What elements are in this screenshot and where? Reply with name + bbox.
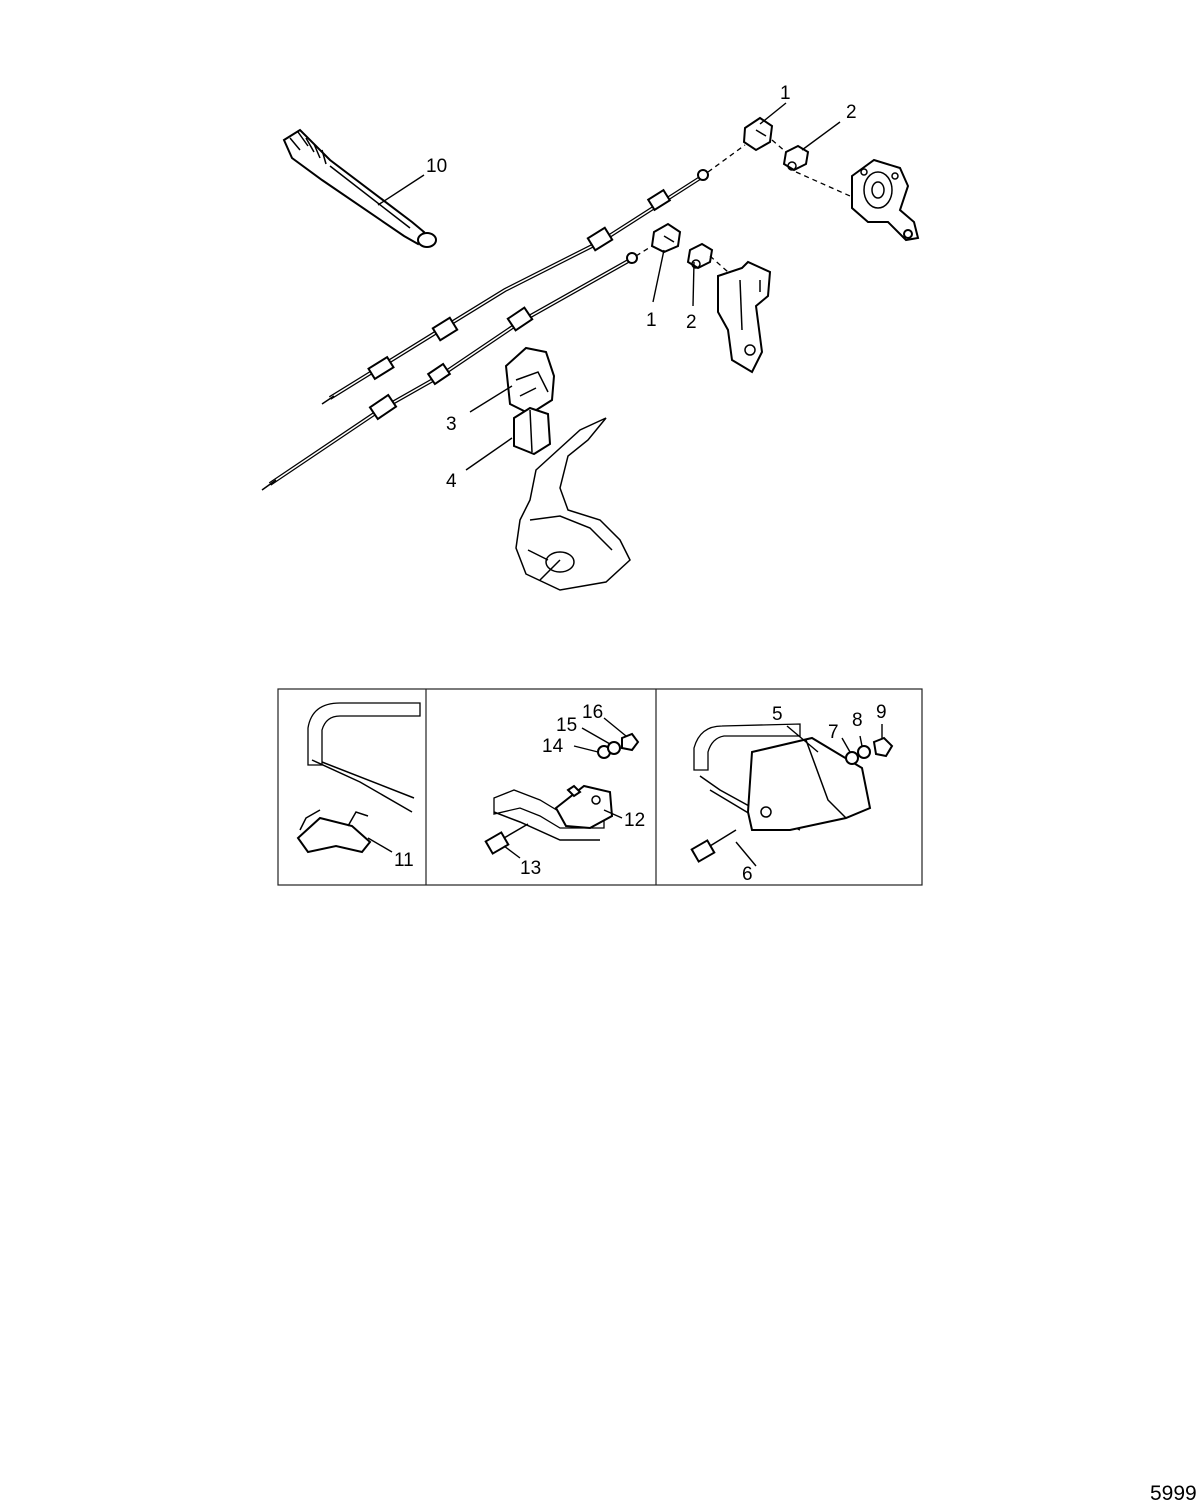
lower-control-cable [261, 245, 653, 491]
callout-10: 10 [426, 156, 447, 177]
callout-2-upper: 2 [846, 102, 857, 123]
callout-13: 13 [520, 858, 541, 879]
shift-lever-bracket [717, 260, 772, 374]
callout-2-lower: 2 [686, 312, 697, 333]
callout-16: 16 [582, 702, 603, 723]
callout-12: 12 [624, 810, 645, 831]
inset-parts-5-9 [690, 723, 894, 863]
callout-14: 14 [542, 736, 564, 757]
inset-parts-12-16 [484, 732, 640, 855]
shift-housing [851, 158, 920, 242]
callout-11: 11 [394, 850, 414, 871]
upper-control-cable [321, 144, 746, 405]
callout-7: 7 [828, 722, 839, 743]
part-3-cable-anchor [504, 346, 556, 416]
part-1-upper-clip [742, 116, 774, 152]
callout-6: 6 [742, 864, 753, 885]
callout-1-lower: 1 [646, 310, 657, 331]
part-2-lower-nut [686, 242, 714, 270]
callout-4: 4 [446, 471, 457, 492]
figure-id: 5999 [1150, 1482, 1197, 1505]
callout-9: 9 [876, 702, 887, 723]
callout-5: 5 [772, 704, 783, 725]
part-10-cable-grip [282, 128, 437, 248]
callout-3: 3 [446, 414, 457, 435]
inset-part-11 [296, 702, 421, 854]
callout-1-upper: 1 [780, 83, 791, 104]
part-1-lower-clip [650, 222, 682, 254]
leader-lines [367, 102, 883, 867]
part-2-upper-nut [782, 144, 810, 172]
callout-15: 15 [556, 715, 577, 736]
callout-8: 8 [852, 710, 863, 731]
part-4-cover-block [513, 406, 552, 456]
engine-block-fragment [515, 417, 631, 591]
